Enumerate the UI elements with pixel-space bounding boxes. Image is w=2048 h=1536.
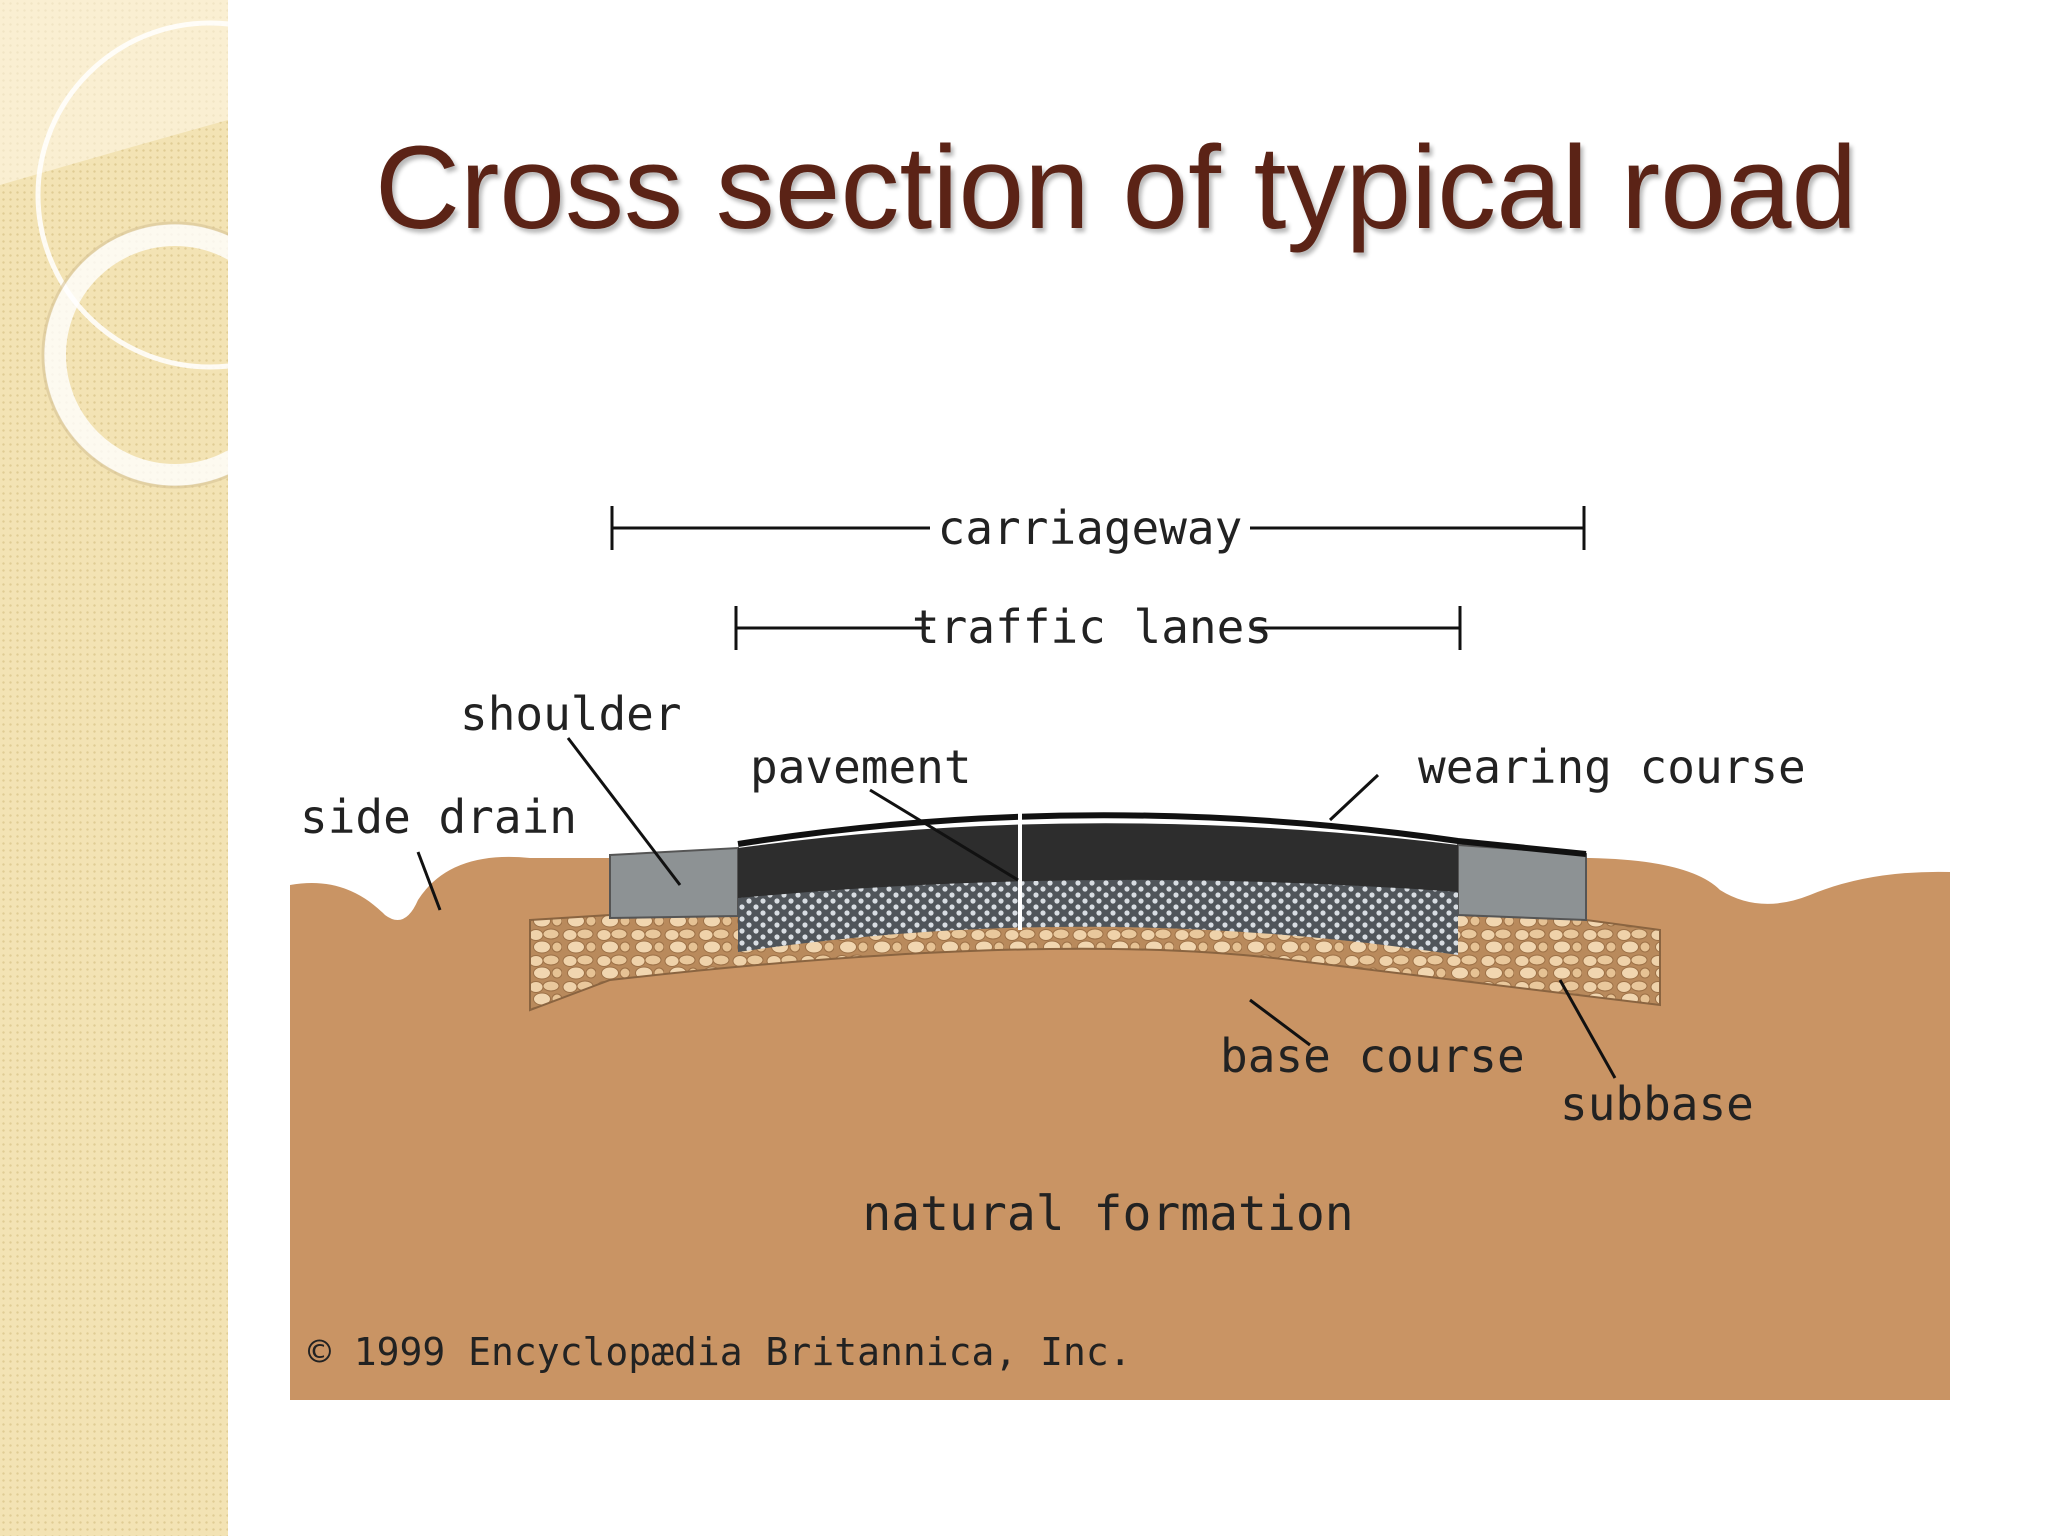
base-course-label: base course (1220, 1029, 1525, 1083)
pavement-label: pavement (750, 740, 972, 794)
decorative-side-panel (0, 0, 228, 1536)
side-drain-label: side drain (300, 790, 577, 844)
natural-formation-soil (290, 856, 1950, 1400)
shoulder-left (609, 846, 739, 920)
subbase-label: subbase (1560, 1077, 1754, 1131)
road-cross-section-diagram: carriageway traffic lanes shoulder side … (290, 501, 1950, 1400)
copyright-notice: © 1999 Encyclopædia Britannica, Inc. (308, 1330, 1132, 1374)
decorative-rings-icon (0, 0, 228, 489)
carriageway-dimension: carriageway (610, 501, 1586, 555)
wearing-course-layer (738, 823, 1458, 898)
shoulder-right (1457, 843, 1587, 922)
natural-formation-label: natural formation (862, 1186, 1353, 1242)
wearing-course-label: wearing course (1418, 740, 1806, 794)
slide-title: Cross section of typical road (374, 122, 1858, 254)
traffic-lanes-dimension: traffic lanes (734, 600, 1462, 654)
traffic-lanes-label: traffic lanes (912, 600, 1272, 654)
shoulder-label: shoulder (460, 687, 682, 741)
base-course-layer (738, 869, 1458, 955)
carriageway-label: carriageway (938, 501, 1243, 555)
